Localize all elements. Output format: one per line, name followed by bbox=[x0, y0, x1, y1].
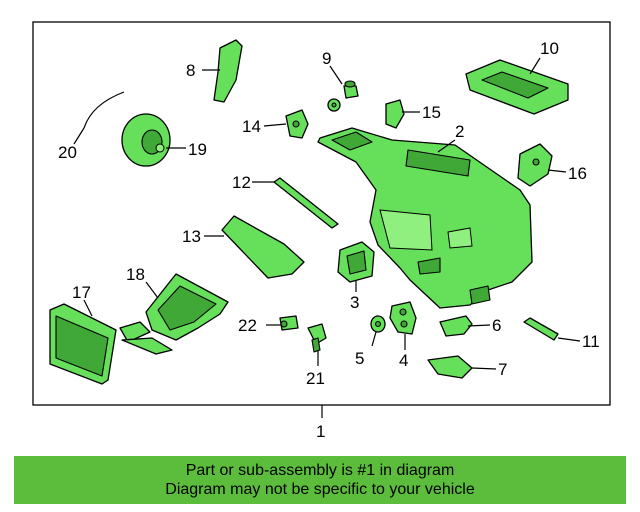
part-17-cabin-filter[interactable] bbox=[49, 303, 117, 385]
leader-7 bbox=[471, 367, 497, 370]
part-9-sensor[interactable] bbox=[327, 80, 359, 112]
callout-17: 17 bbox=[72, 283, 91, 302]
callout-1: 1 bbox=[316, 422, 325, 441]
leader-17 bbox=[83, 299, 93, 317]
part-10-filter-cover[interactable] bbox=[465, 59, 569, 115]
part-4-actuator[interactable] bbox=[389, 301, 417, 335]
part-18-evaporator[interactable] bbox=[119, 273, 229, 355]
callout-13: 13 bbox=[182, 227, 201, 246]
part-22-screw[interactable] bbox=[279, 315, 299, 331]
leader-16 bbox=[547, 169, 567, 173]
part-6-bracket[interactable] bbox=[439, 315, 473, 337]
callout-4: 4 bbox=[399, 351, 408, 370]
part-16-module[interactable] bbox=[517, 143, 553, 187]
callout-21: 21 bbox=[306, 369, 325, 388]
leader-9 bbox=[329, 65, 343, 85]
callout-6: 6 bbox=[492, 316, 501, 335]
leader-6 bbox=[467, 324, 491, 327]
part-3-duct[interactable] bbox=[337, 241, 375, 283]
callout-3: 3 bbox=[350, 293, 359, 312]
callout-2: 2 bbox=[455, 122, 464, 141]
info-banner: Part or sub-assembly is #1 in diagram Di… bbox=[14, 456, 626, 504]
part-19-blower-motor[interactable] bbox=[121, 113, 171, 167]
part-15-actuator[interactable] bbox=[385, 99, 405, 129]
part-14-actuator[interactable] bbox=[285, 109, 309, 139]
callout-15: 15 bbox=[422, 103, 441, 122]
part-13-cover-plate[interactable] bbox=[221, 215, 305, 279]
part-8-bracket[interactable] bbox=[213, 39, 243, 103]
part-12-rod[interactable] bbox=[273, 177, 339, 229]
callout-22: 22 bbox=[238, 316, 257, 335]
leader-2 bbox=[437, 139, 456, 153]
callout-7: 7 bbox=[498, 360, 507, 379]
callout-20: 20 bbox=[58, 143, 77, 162]
leader-5 bbox=[371, 331, 377, 347]
leader-10 bbox=[529, 57, 541, 75]
part-20-hose[interactable] bbox=[83, 91, 125, 129]
leader-18 bbox=[145, 281, 159, 299]
callout-12: 12 bbox=[232, 173, 251, 192]
leader-14 bbox=[263, 123, 287, 127]
callout-8: 8 bbox=[186, 61, 195, 80]
part-11-seal[interactable] bbox=[523, 317, 559, 341]
callout-9: 9 bbox=[322, 49, 331, 68]
callout-16: 16 bbox=[568, 164, 587, 183]
callout-18: 18 bbox=[126, 265, 145, 284]
callout-10: 10 bbox=[540, 39, 559, 58]
callout-5: 5 bbox=[355, 349, 364, 368]
banner-line-1: Part or sub-assembly is #1 in diagram bbox=[185, 462, 455, 479]
callout-19: 19 bbox=[188, 140, 207, 159]
leader-20 bbox=[73, 127, 85, 145]
part-21-sensor[interactable] bbox=[307, 323, 327, 353]
callout-11: 11 bbox=[582, 332, 600, 351]
part-2-hvac-housing[interactable] bbox=[317, 127, 533, 309]
part-5-gear[interactable] bbox=[370, 315, 386, 333]
banner-line-2: Diagram may not be specific to your vehi… bbox=[165, 481, 475, 498]
callout-14: 14 bbox=[242, 117, 261, 136]
leader-11 bbox=[557, 337, 581, 342]
part-7-cover[interactable] bbox=[427, 355, 473, 379]
